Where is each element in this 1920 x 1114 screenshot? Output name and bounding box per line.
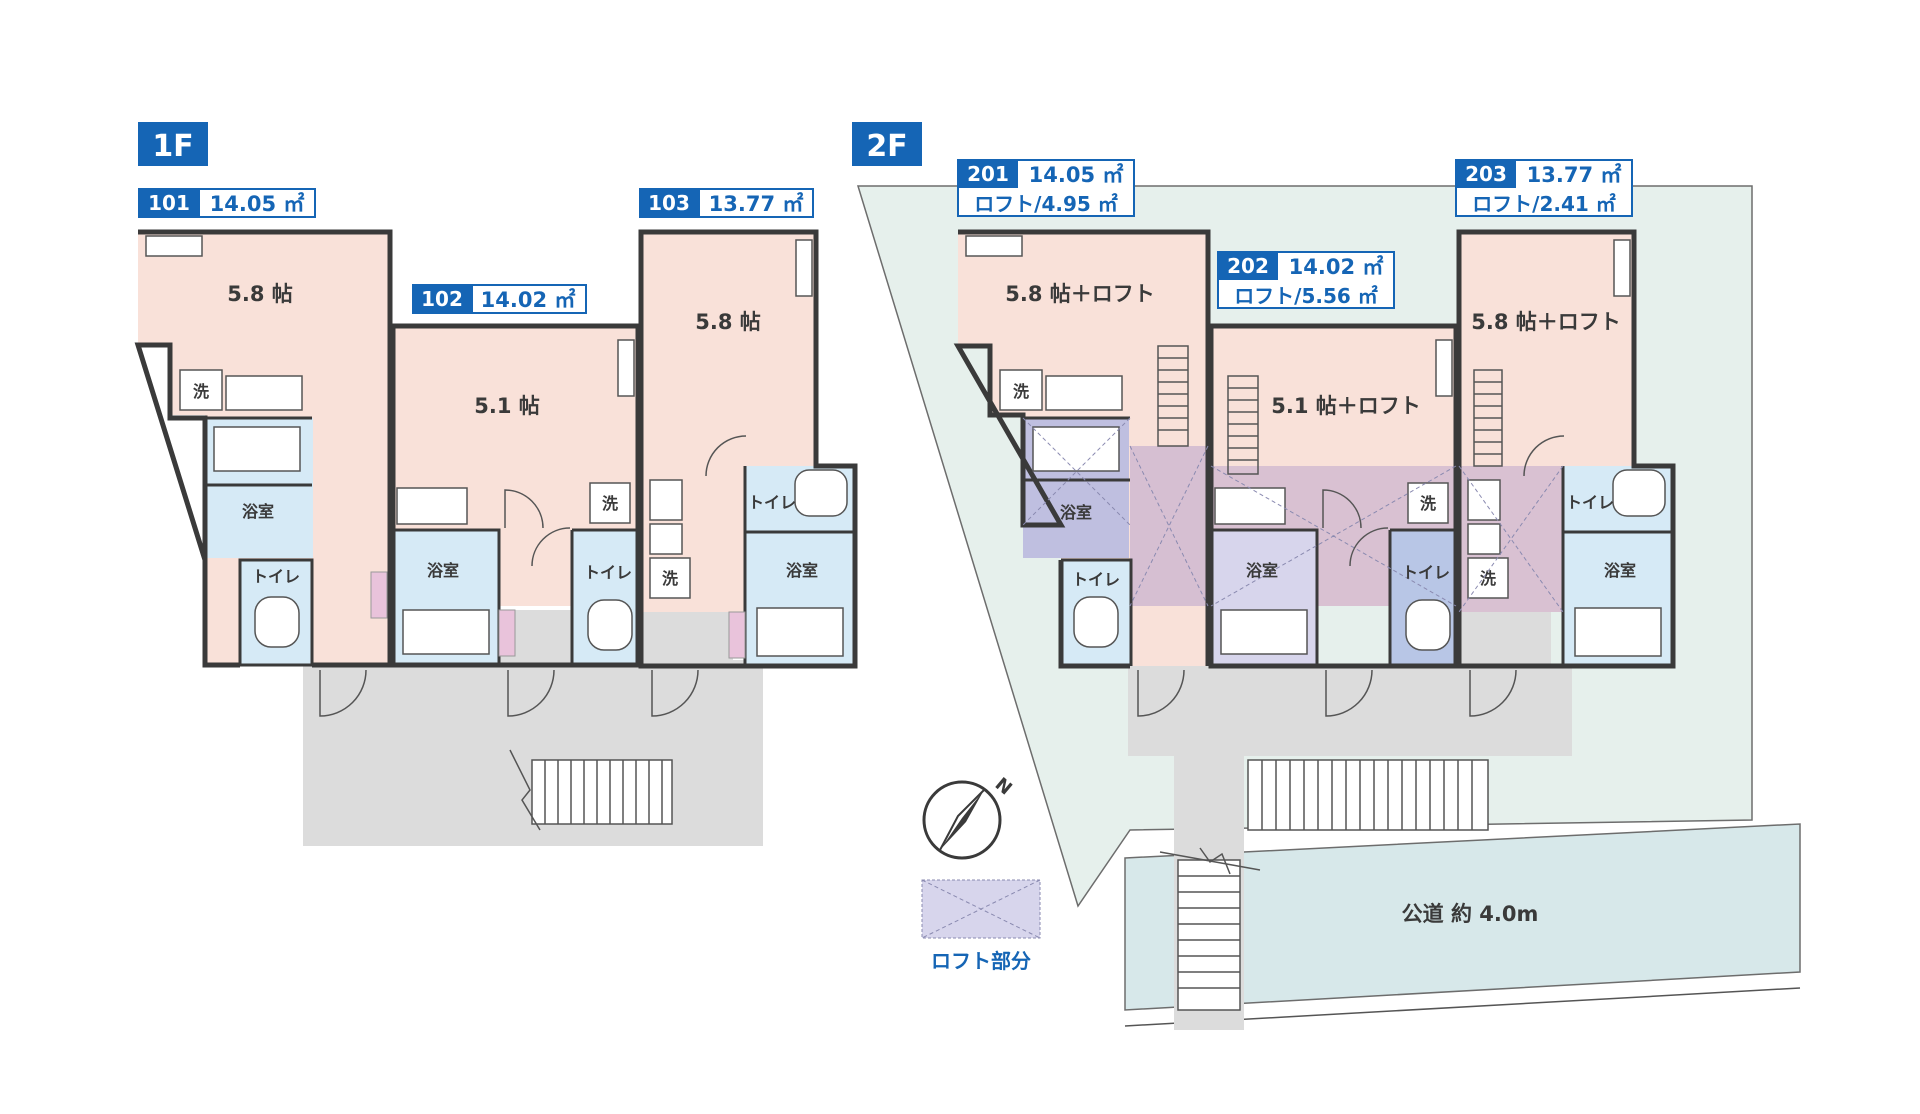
- loft-legend: ロフト部分: [921, 879, 1041, 973]
- room-label-102: 5.1 帖: [474, 394, 540, 418]
- unit-203: 洗 5.8 帖＋ロフト トイレ 浴室: [1456, 229, 1676, 717]
- unit-area-201: 14.05 ㎡: [1029, 163, 1124, 187]
- unit-no-102: 102: [421, 287, 463, 311]
- bath-label-101: 浴室: [242, 502, 274, 521]
- unit-no-101: 101: [148, 191, 190, 215]
- unit-102: 洗 5.1 帖 浴室 トイレ: [390, 323, 644, 717]
- room-label-201: 5.8 帖＋ロフト: [1005, 282, 1155, 306]
- stairs-2f: [1159, 759, 1489, 1011]
- floor-label-1f: 1F: [152, 129, 193, 164]
- bath-label-201: 浴室: [1060, 503, 1092, 522]
- road-label: 公道 約 4.0m: [1402, 902, 1539, 926]
- wash-label-101: 洗: [193, 382, 209, 401]
- north-label: N: [991, 774, 1016, 800]
- wash-label-103: 洗: [662, 569, 678, 588]
- unit-area-202: 14.02 ㎡: [1289, 255, 1384, 279]
- unit-loft-201: ロフト/4.95 ㎡: [974, 192, 1118, 216]
- room-label-103: 5.8 帖: [695, 310, 761, 334]
- floor-2f: 公道 約 4.0m 2F 洗: [852, 122, 1801, 1030]
- floor-label-2f: 2F: [866, 129, 907, 164]
- floor-badge-2f: [852, 122, 922, 166]
- toilet-label-203: トイレ: [1566, 493, 1614, 512]
- toilet-label-202: トイレ: [1402, 563, 1450, 582]
- unit-202: 洗 5.1 帖＋ロフト 浴室 トイレ: [1208, 323, 1459, 717]
- toilet-label-102: トイレ: [584, 563, 632, 582]
- public-road: [1124, 823, 1801, 1011]
- unit-no-103: 103: [648, 191, 690, 215]
- unit-loft-202: ロフト/5.56 ㎡: [1234, 284, 1378, 308]
- bath-label-103: 浴室: [786, 561, 818, 580]
- unit-103: 洗 5.8 帖 トイレ 浴室: [638, 229, 858, 717]
- unit-area-101: 14.05 ㎡: [210, 192, 305, 216]
- room-label-203: 5.8 帖＋ロフト: [1471, 310, 1621, 334]
- bath-label-203: 浴室: [1604, 561, 1636, 580]
- floor-badge-1f: [138, 122, 208, 166]
- wash-label-202: 洗: [1420, 494, 1436, 513]
- toilet-label-201: トイレ: [1072, 570, 1120, 589]
- loft-legend-label: ロフト部分: [931, 949, 1031, 973]
- unit-no-202: 202: [1227, 254, 1269, 278]
- room-label-202: 5.1 帖＋ロフト: [1271, 394, 1421, 418]
- unit-area-102: 14.02 ㎡: [481, 288, 576, 312]
- unit-101: 洗 5.8 帖 浴室 トイレ: [134, 229, 393, 717]
- stairs-1f: [509, 749, 673, 831]
- unit-no-201: 201: [967, 162, 1009, 186]
- bath-label-102: 浴室: [427, 561, 459, 580]
- toilet-label-101: トイレ: [252, 567, 300, 586]
- unit-loft-203: ロフト/2.41 ㎡: [1472, 192, 1616, 216]
- unit-area-103: 13.77 ㎡: [709, 192, 804, 216]
- room-label-101: 5.8 帖: [227, 282, 293, 306]
- unit-area-203: 13.77 ㎡: [1527, 163, 1622, 187]
- toilet-label-103: トイレ: [748, 493, 796, 512]
- floor-1f: 1F 洗 5.8 帖 浴室 トイレ: [134, 122, 858, 846]
- unit-no-203: 203: [1465, 162, 1507, 186]
- wash-label-102: 洗: [602, 494, 618, 513]
- unit-201: 洗 5.8 帖＋ロフト 浴室 トイレ: [953, 229, 1211, 717]
- bath-label-202: 浴室: [1246, 561, 1278, 580]
- wash-label-203: 洗: [1480, 569, 1496, 588]
- wash-label-201: 洗: [1013, 382, 1029, 401]
- compass-icon: N: [922, 774, 1016, 860]
